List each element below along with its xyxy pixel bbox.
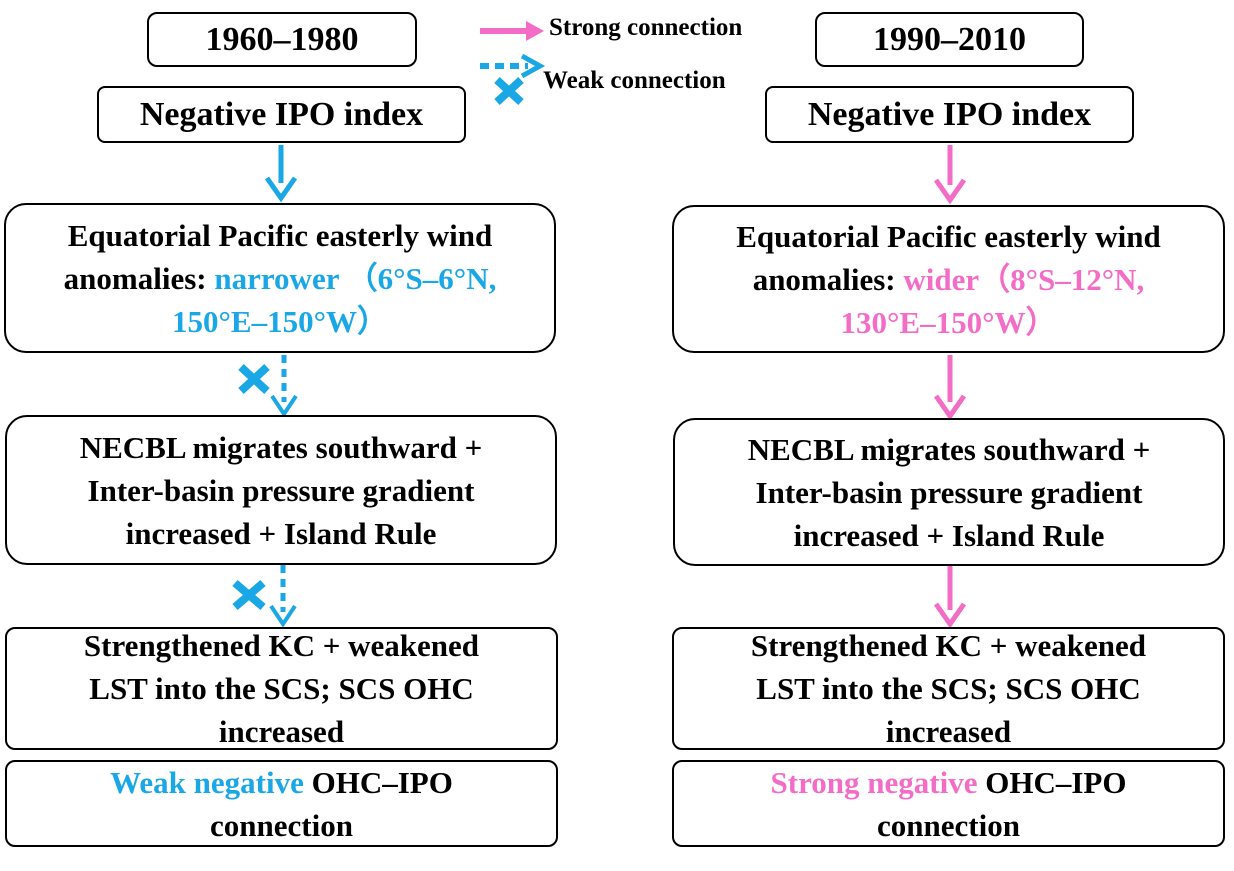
right-necbl-line2: Inter-basin pressure gradient bbox=[755, 474, 1143, 510]
right-ipo-label: Negative IPO index bbox=[807, 95, 1092, 133]
left-arrow-wind-to-necbl bbox=[270, 355, 298, 418]
right-wind-box: Equatorial Pacific easterly wind anomali… bbox=[672, 205, 1225, 353]
left-wind-range: narrower （6°S–6°N, bbox=[214, 260, 497, 296]
left-wind-line2: anomalies: narrower （6°S–6°N, bbox=[63, 260, 497, 296]
legend-strong-arrow-icon bbox=[480, 21, 544, 41]
left-result-line2: connection bbox=[210, 807, 353, 843]
right-result-line2: connection bbox=[877, 807, 1020, 843]
right-necbl-box: NECBL migrates southward + Inter-basin p… bbox=[673, 418, 1225, 566]
right-ipo-box: Negative IPO index bbox=[765, 86, 1134, 143]
right-kc-box: Strengthened KC + weakened LST into the … bbox=[672, 627, 1225, 750]
right-necbl-line3: increased + Island Rule bbox=[793, 517, 1105, 553]
left-kc-line3: increased bbox=[218, 714, 345, 749]
right-arrow-wind-to-necbl bbox=[933, 355, 967, 421]
right-kc-line3: increased bbox=[885, 714, 1012, 749]
right-result-box: Strong negative OHC–IPO connection bbox=[672, 760, 1225, 847]
left-result-box: Weak negative OHC–IPO connection bbox=[5, 760, 558, 847]
left-wind-line3: 150°E–150°W） bbox=[172, 303, 388, 339]
left-cross-icon-1 bbox=[238, 364, 270, 394]
left-wind-box: Equatorial Pacific easterly wind anomali… bbox=[4, 203, 556, 353]
right-kc-line1: Strengthened KC + weakened bbox=[750, 628, 1147, 663]
legend-weak-arrow-icon bbox=[480, 53, 546, 79]
left-arrow-ipo-to-wind bbox=[264, 145, 298, 203]
left-necbl-box: NECBL migrates southward + Inter-basin p… bbox=[5, 415, 557, 565]
legend-strong-label: Strong connection bbox=[549, 14, 743, 41]
left-kc-line1: Strengthened KC + weakened bbox=[83, 628, 480, 663]
right-necbl-line1: NECBL migrates southward + bbox=[747, 431, 1151, 467]
legend-cross-icon bbox=[494, 77, 524, 105]
left-necbl-line1: NECBL migrates southward + bbox=[79, 429, 483, 465]
right-wind-line1: Equatorial Pacific easterly wind bbox=[736, 218, 1161, 254]
left-necbl-line2: Inter-basin pressure gradient bbox=[87, 472, 475, 508]
left-ipo-label: Negative IPO index bbox=[139, 95, 424, 133]
right-wind-line2: anomalies: wider（8°S–12°N, bbox=[752, 261, 1145, 297]
right-period-title: 1990–2010 bbox=[815, 12, 1084, 67]
left-period-title: 1960–1980 bbox=[147, 12, 417, 67]
left-cross-icon-2 bbox=[232, 579, 266, 611]
left-result-line1: Weak negative OHC–IPO bbox=[110, 764, 453, 800]
legend-weak-label: Weak connection bbox=[543, 67, 726, 94]
left-wind-line1: Equatorial Pacific easterly wind bbox=[67, 217, 493, 253]
right-arrow-ipo-to-wind bbox=[933, 145, 967, 205]
left-necbl-line3: increased + Island Rule bbox=[125, 515, 437, 551]
left-kc-line2: LST into the SCS; SCS OHC bbox=[89, 671, 474, 706]
left-arrow-necbl-to-kc bbox=[269, 565, 297, 628]
right-kc-line2: LST into the SCS; SCS OHC bbox=[756, 671, 1141, 706]
right-arrow-necbl-to-kc bbox=[933, 566, 967, 629]
right-result-line1: Strong negative OHC–IPO bbox=[770, 764, 1127, 800]
left-kc-box: Strengthened KC + weakened LST into the … bbox=[5, 627, 558, 750]
left-ipo-box: Negative IPO index bbox=[97, 86, 466, 143]
left-period-label: 1960–1980 bbox=[205, 20, 359, 58]
right-wind-line3: 130°E–150°W） bbox=[840, 304, 1057, 340]
right-wind-range: wider（8°S–12°N, bbox=[903, 261, 1145, 297]
right-period-label: 1990–2010 bbox=[873, 20, 1026, 58]
